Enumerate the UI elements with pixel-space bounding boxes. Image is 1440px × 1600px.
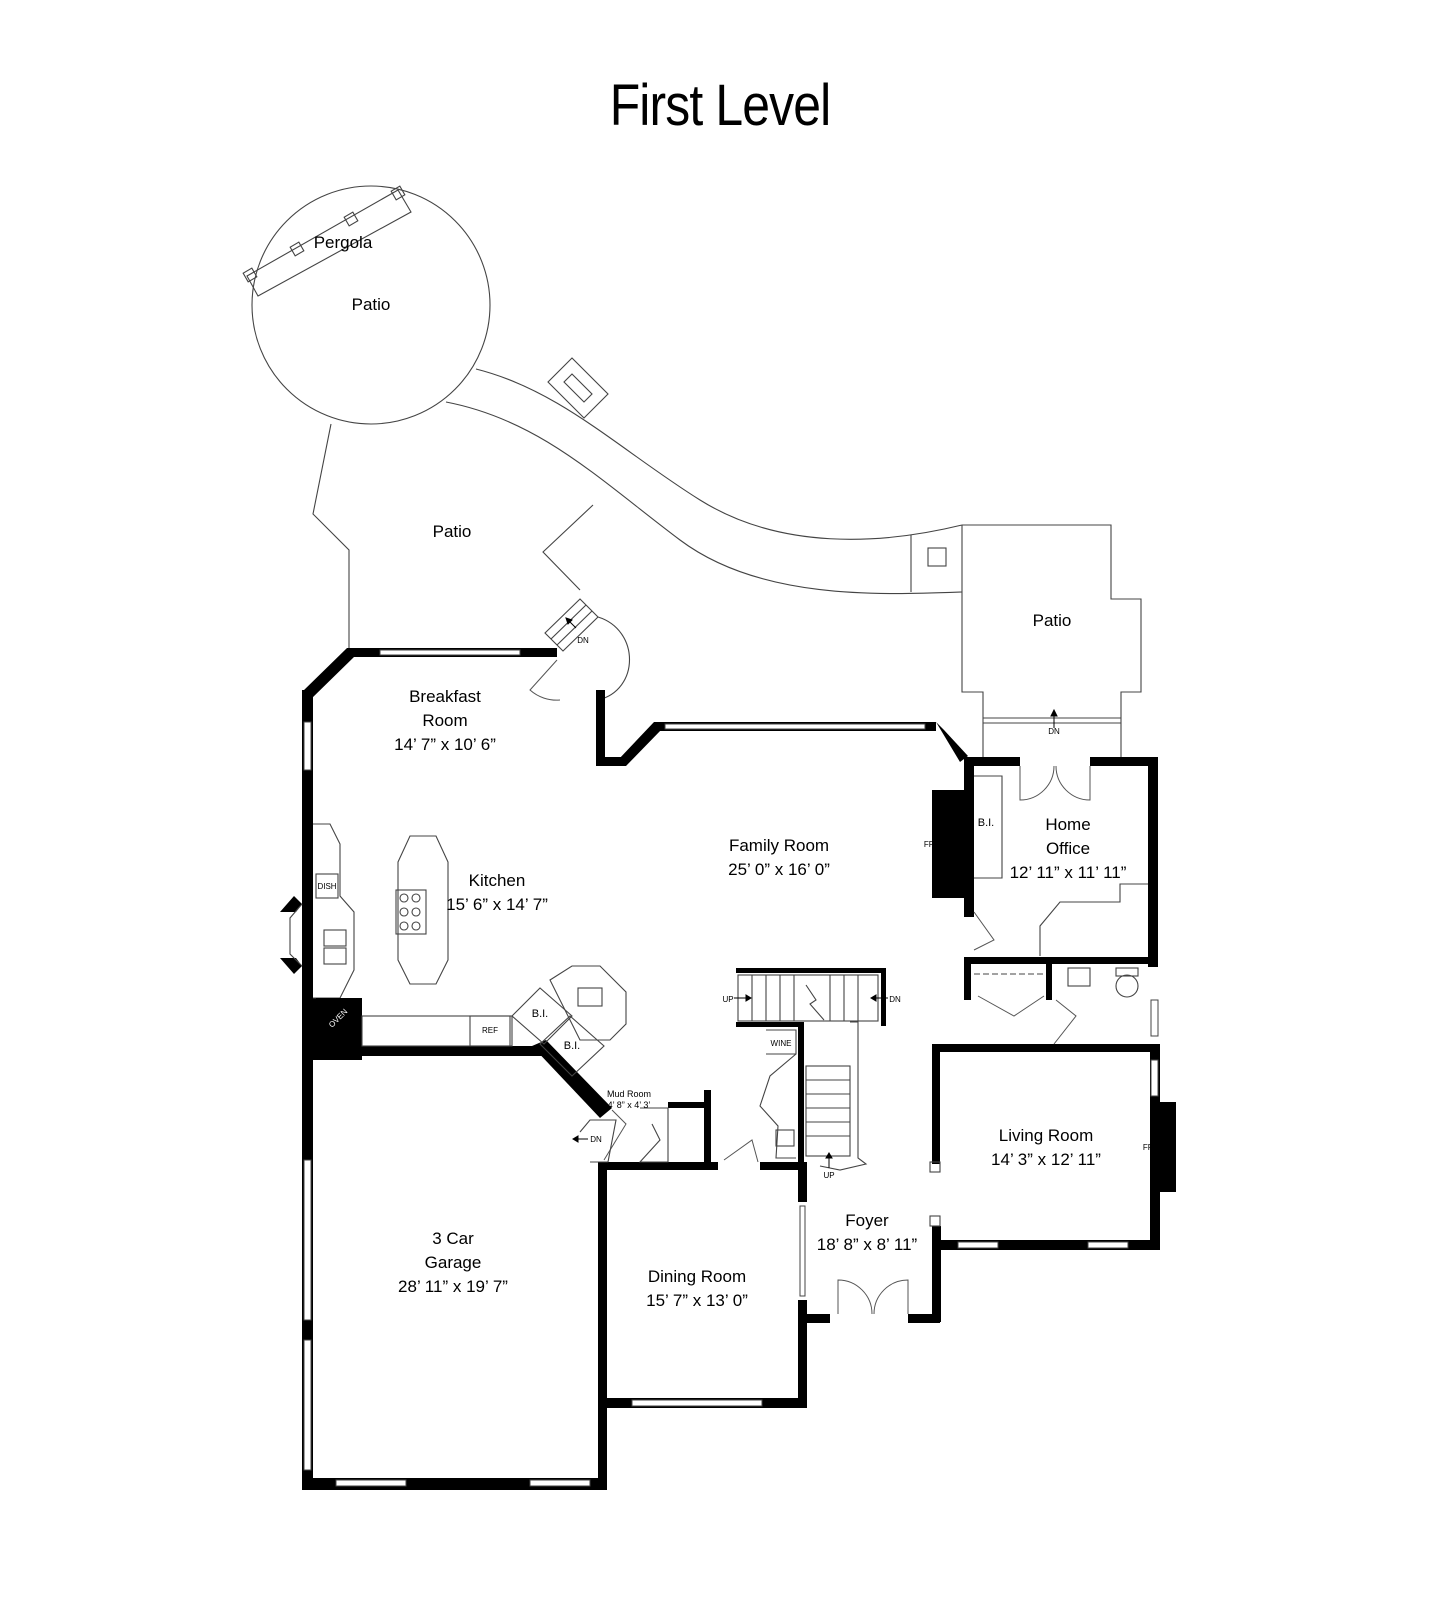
label-office-size: 12’ 11” x 11’ 11” bbox=[1010, 863, 1127, 882]
label-family: Family Room bbox=[729, 836, 829, 855]
label-mud: Mud Room bbox=[607, 1089, 651, 1099]
walls bbox=[302, 648, 1176, 1490]
doors bbox=[529, 659, 1091, 1315]
room-labels: Pergola Patio Patio Patio Breakfast Room… bbox=[314, 233, 1127, 1310]
label-breakfast-size: 14’ 7” x 10’ 6” bbox=[394, 735, 496, 754]
label-kitchen: Kitchen bbox=[469, 871, 526, 890]
label-living: Living Room bbox=[999, 1126, 1094, 1145]
label-ref: REF bbox=[482, 1026, 498, 1035]
label-dn-patio: DN bbox=[577, 636, 589, 645]
staircases bbox=[737, 974, 879, 1171]
label-bi-2: B.I. bbox=[564, 1040, 581, 1052]
label-garage-size: 28’ 11” x 19’ 7” bbox=[398, 1277, 508, 1296]
label-bi-office: B.I. bbox=[978, 817, 995, 829]
label-dn-mud: DN bbox=[590, 1135, 602, 1144]
label-kitchen-size: 15’ 6” x 14’ 7” bbox=[446, 895, 548, 914]
label-patio-round: Patio bbox=[352, 295, 391, 314]
label-patio-mid: Patio bbox=[433, 522, 472, 541]
label-garage-2: Garage bbox=[425, 1253, 482, 1272]
label-office-1: Home bbox=[1045, 815, 1090, 834]
label-dining: Dining Room bbox=[648, 1267, 746, 1286]
kitchen-island bbox=[395, 835, 449, 985]
label-bi-1: B.I. bbox=[532, 1008, 549, 1020]
label-fp-family: FP bbox=[924, 840, 934, 849]
label-foyer-size: 18’ 8” x 8’ 11” bbox=[817, 1235, 918, 1254]
label-up-basement: UP bbox=[823, 1171, 834, 1180]
label-up-stair: UP bbox=[722, 995, 733, 1004]
label-fp-living: FP bbox=[1143, 1143, 1153, 1152]
label-family-size: 25’ 0” x 16’ 0” bbox=[728, 860, 830, 879]
label-patio-right: Patio bbox=[1033, 611, 1072, 630]
label-dish: DISH bbox=[317, 882, 336, 891]
label-wine: WINE bbox=[771, 1039, 792, 1048]
kitchen-counters bbox=[280, 823, 627, 1077]
outdoor-areas bbox=[242, 185, 1142, 757]
label-garage-1: 3 Car bbox=[432, 1229, 474, 1248]
label-breakfast-1: Breakfast bbox=[409, 687, 481, 706]
office-details bbox=[579, 775, 1148, 1227]
windows bbox=[303, 649, 1159, 1487]
plan-title: First Level bbox=[609, 73, 831, 138]
direction-arrows bbox=[565, 617, 1058, 1168]
label-dn-stair: DN bbox=[889, 995, 901, 1004]
label-mud-size: 4’ 8” x 4’ 3’ bbox=[608, 1100, 651, 1110]
label-office-2: Office bbox=[1046, 839, 1090, 858]
label-dining-size: 15’ 7” x 13’ 0” bbox=[646, 1291, 748, 1310]
label-pergola: Pergola bbox=[314, 233, 373, 252]
label-foyer: Foyer bbox=[845, 1211, 889, 1230]
pergola-structure bbox=[242, 185, 412, 297]
label-breakfast-2: Room bbox=[422, 711, 467, 730]
label-dn-right-patio: DN bbox=[1048, 727, 1060, 736]
label-living-size: 14’ 3” x 12’ 11” bbox=[991, 1150, 1101, 1169]
